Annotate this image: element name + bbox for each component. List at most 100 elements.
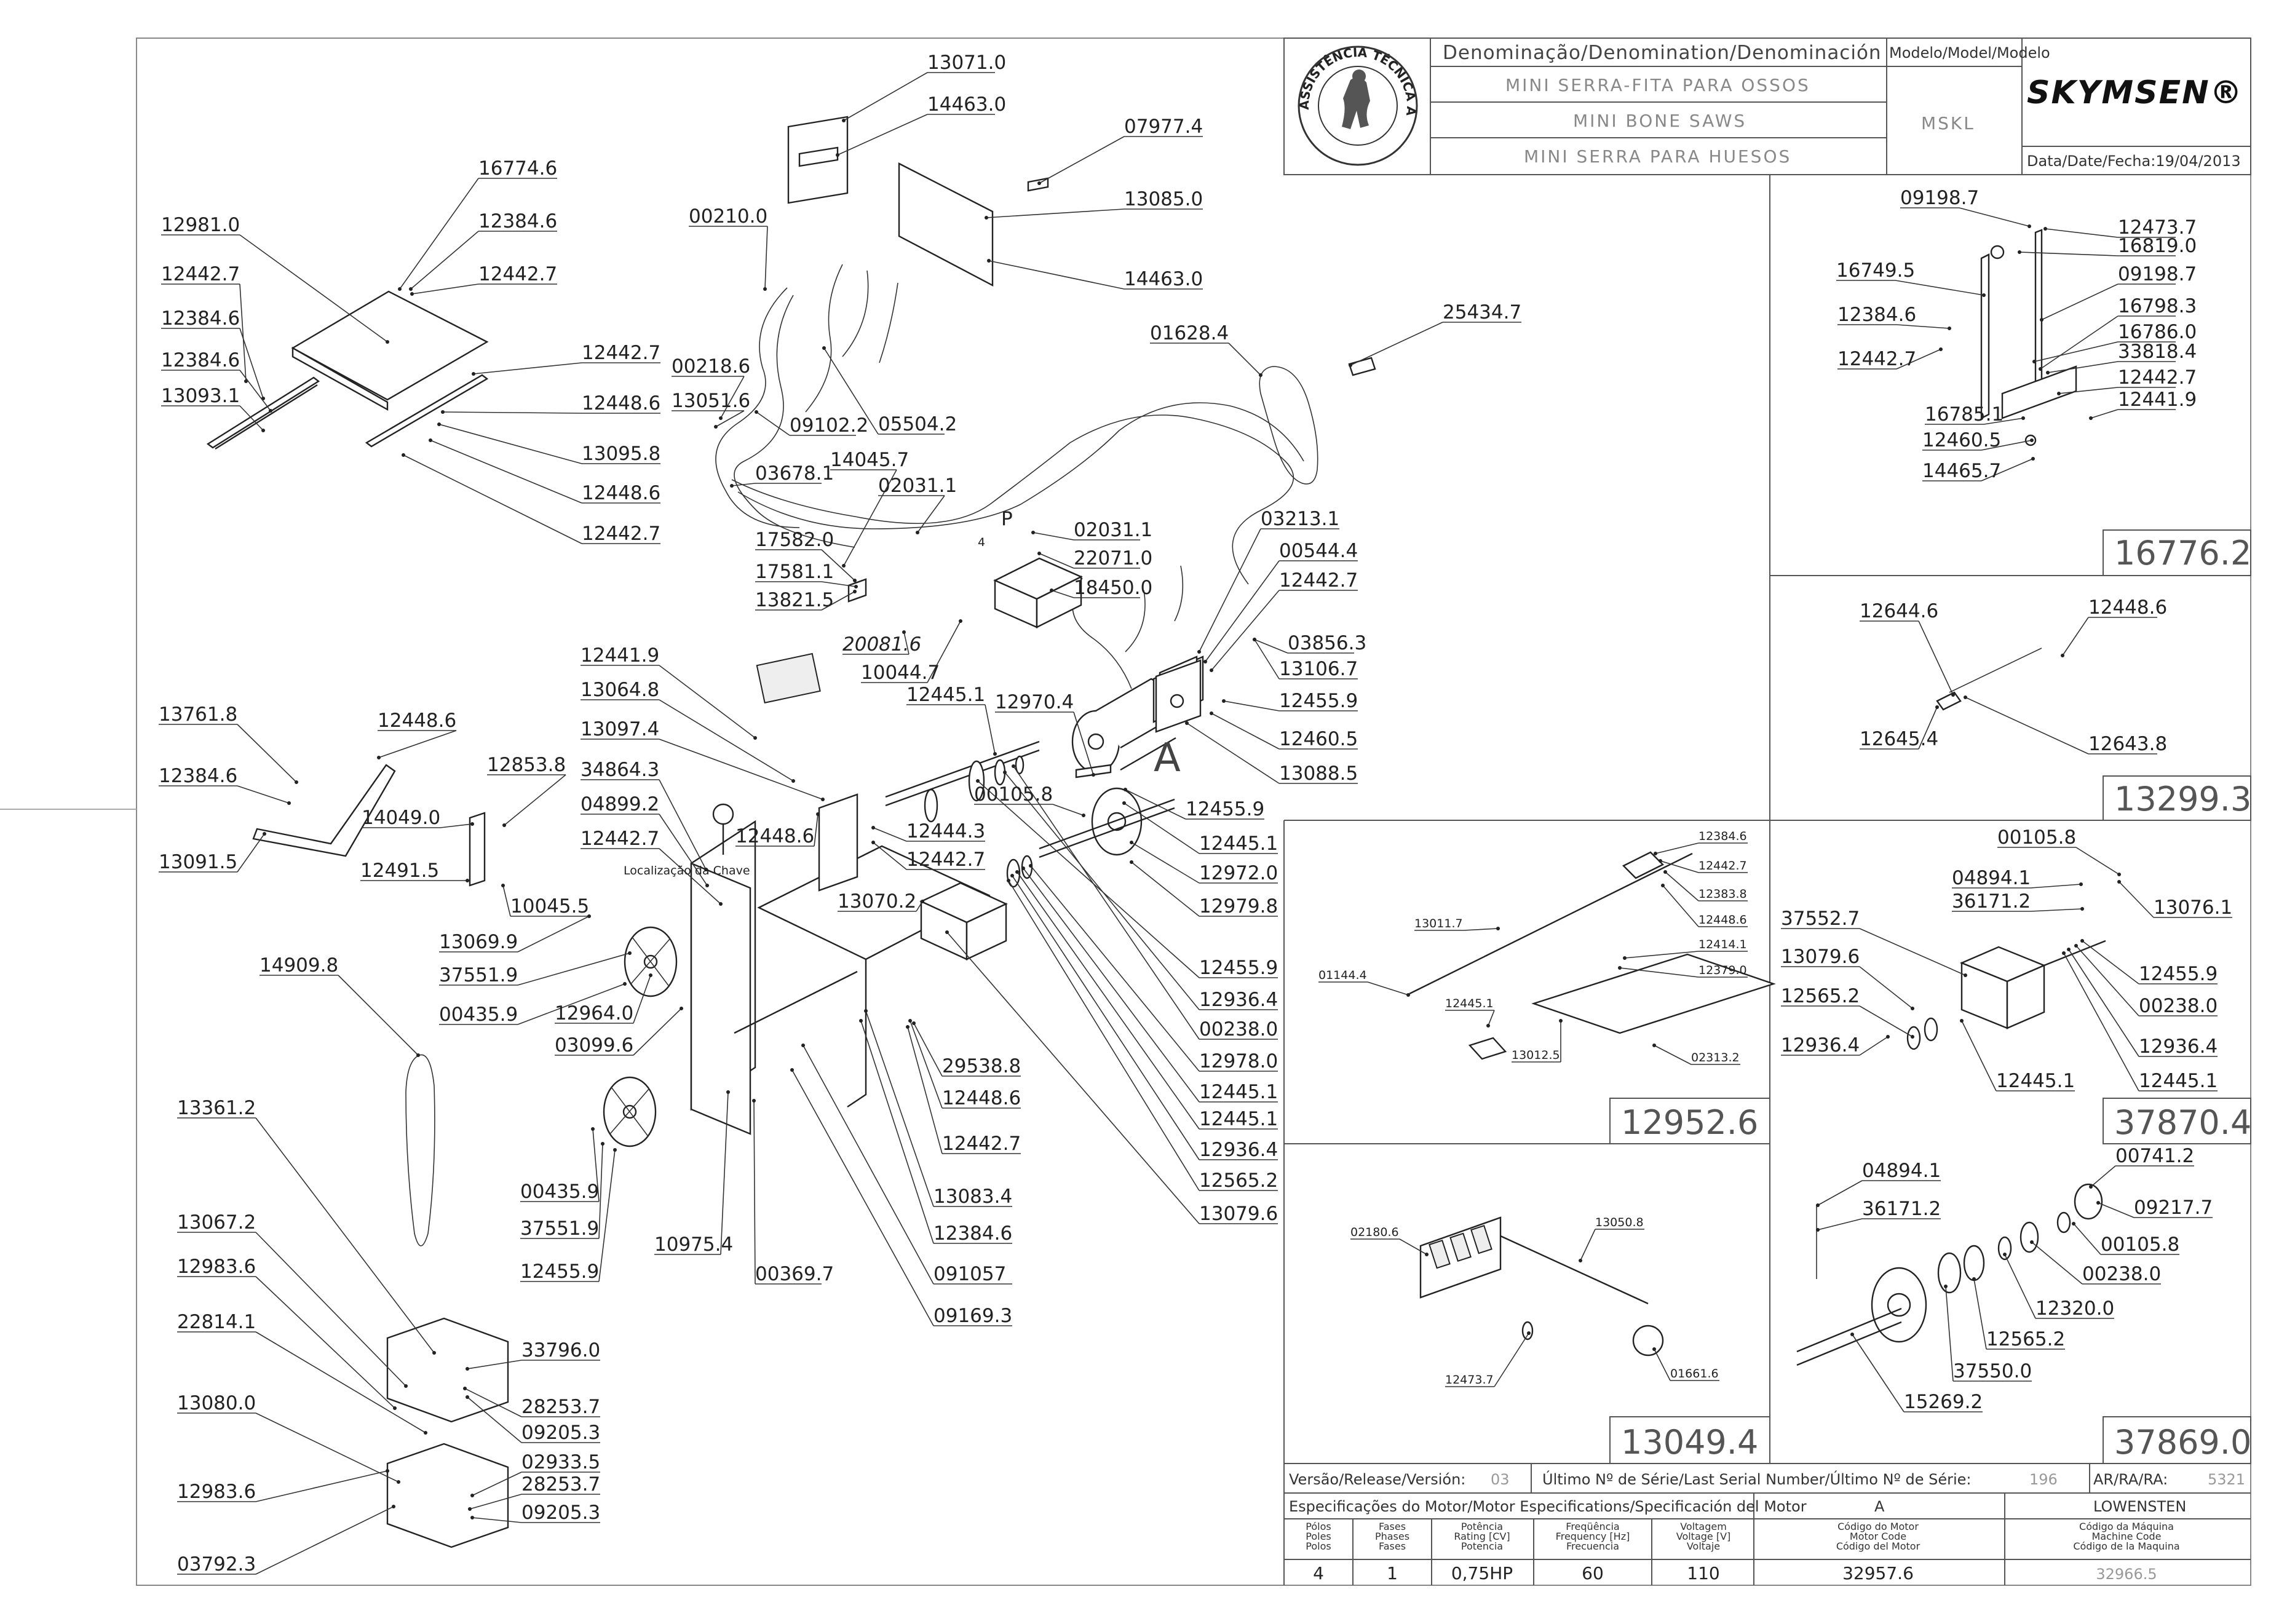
part-label: 12384.6: [161, 349, 240, 371]
leader-dot: [1654, 852, 1657, 855]
leader-line: [659, 699, 794, 782]
authorized-seal-logo: ASSISTÊNCIA TÉCNICA AUTORIZADA: [0, 0, 1419, 166]
leader-line: [438, 424, 582, 464]
part-label: 00435.9: [439, 1004, 518, 1026]
motor-column-header: Fases: [1379, 1540, 1406, 1552]
leader-dot: [730, 484, 734, 488]
leader-dot: [402, 453, 405, 457]
part-label: 00435.9: [520, 1181, 599, 1203]
panel-part-label: 36171.2: [1862, 1198, 1941, 1220]
leader-dot: [410, 292, 414, 296]
leader-line: [1896, 324, 1950, 329]
leader-line: [1463, 928, 1499, 931]
leader-line: [472, 1517, 522, 1523]
leader-dot: [287, 801, 291, 805]
leader-dot: [1003, 770, 1007, 774]
leader-line: [1852, 1334, 1905, 1412]
part-label: 00105.8: [974, 783, 1053, 806]
leader-dot: [902, 630, 906, 634]
part-label: 12384.6: [933, 1222, 1012, 1245]
part-label: 10975.4: [654, 1234, 733, 1256]
leader-line: [1961, 1020, 1997, 1091]
leader-line: [659, 665, 756, 739]
leader-dot: [1663, 870, 1667, 874]
motor-value-cell: 110: [1687, 1563, 1719, 1583]
leader-dot: [705, 884, 709, 887]
leader-line: [1039, 136, 1125, 184]
leader-dot: [1197, 650, 1201, 654]
motor-column-header: Frequency [Hz]: [1556, 1531, 1630, 1542]
leader-dot: [1816, 1203, 1820, 1207]
motor-column-header: Motor Code: [1850, 1531, 1906, 1542]
leader-dot: [393, 1406, 397, 1410]
leader-line: [764, 226, 768, 290]
panel-part-label: 00238.0: [2139, 995, 2218, 1017]
part-label: 12445.1: [1199, 1081, 1278, 1103]
panel-part-label: 02313.2: [1691, 1051, 1740, 1064]
part-label: 12455.9: [1199, 957, 1278, 979]
leader-line: [1817, 1180, 1863, 1206]
spec-table-grid: [1284, 1464, 2251, 1585]
leader-dot: [2027, 224, 2031, 228]
motor-value-cell: 60: [1582, 1563, 1604, 1583]
leader-dot: [2074, 944, 2078, 948]
leader-line: [1896, 349, 1941, 370]
leader-dot: [2117, 880, 2121, 884]
panel-part-label: 12936.4: [1781, 1034, 1860, 1056]
leader-line: [946, 932, 1200, 1224]
seal-text: ASSISTÊNCIA TÉCNICA AUTORIZADA: [0, 0, 1419, 117]
part-label: 12448.6: [735, 825, 814, 847]
leader-dot: [470, 1516, 474, 1519]
part-label: 12442.7: [478, 263, 557, 285]
panel-ref-12952: 12952.6: [1621, 1103, 1758, 1142]
leader-line: [469, 1494, 522, 1510]
leader-line: [1945, 1286, 1954, 1382]
leader-line: [1895, 280, 1984, 296]
leader-line: [1619, 967, 1699, 978]
leader-dot: [822, 346, 826, 350]
leader-line: [1655, 842, 1699, 854]
part-label: 091057: [933, 1263, 1006, 1285]
panel-part-label: 00105.8: [2101, 1234, 2179, 1256]
leader-line: [467, 1396, 522, 1443]
leader-dot: [704, 868, 708, 871]
part-label: 12448.6: [582, 392, 660, 414]
part-label: 12448.6: [942, 1087, 1021, 1109]
part-label: 12964.0: [555, 1002, 633, 1024]
leader-dot: [1130, 860, 1133, 864]
leader-line: [1859, 928, 1966, 976]
svg-text:ASSISTÊNCIA TÉCNICA AUTORIZADA: ASSISTÊNCIA TÉCNICA AUTORIZADA: [0, 0, 1419, 117]
part-label: 12979.8: [1199, 895, 1278, 917]
leader-dot: [853, 579, 857, 582]
leader-line: [1023, 868, 1200, 1103]
part-label: 17582.0: [755, 529, 834, 551]
panel-part-label: 16819.0: [2118, 235, 2197, 257]
leader-line: [255, 1506, 394, 1575]
leader-line: [1654, 1045, 1692, 1065]
leader-line: [2030, 908, 2083, 912]
panel-part-label: 09217.7: [2134, 1197, 2213, 1219]
leader-line: [756, 411, 790, 436]
leader-line: [659, 848, 721, 905]
panel-ref-13299: 13299.3: [2114, 780, 2251, 818]
part-label: 33796.0: [521, 1339, 600, 1361]
leader-line: [237, 785, 290, 804]
leader-line: [1494, 1333, 1529, 1387]
leader-line: [1033, 532, 1074, 541]
leader-dot: [1960, 1019, 1964, 1023]
leader-dot: [1130, 841, 1133, 844]
leader-line: [1052, 804, 1084, 816]
part-label: 10045.5: [510, 895, 589, 917]
leader-line: [239, 283, 247, 382]
denomination-header: Denominação/Denomination/Denominación: [1443, 42, 1882, 64]
leader-line: [715, 410, 745, 427]
leader-line: [2019, 252, 2119, 256]
product-name-pt: MINI SERRA-FITA PARA OSSOS: [1505, 75, 1810, 95]
leader-line: [1959, 207, 2030, 227]
part-label: 12970.4: [995, 691, 1074, 713]
leader-dot: [587, 914, 591, 918]
leader-dot: [1816, 1228, 1820, 1232]
part-label: 28253.7: [521, 1396, 600, 1418]
leader-dot: [1486, 1024, 1490, 1028]
leader-dot: [269, 409, 272, 413]
